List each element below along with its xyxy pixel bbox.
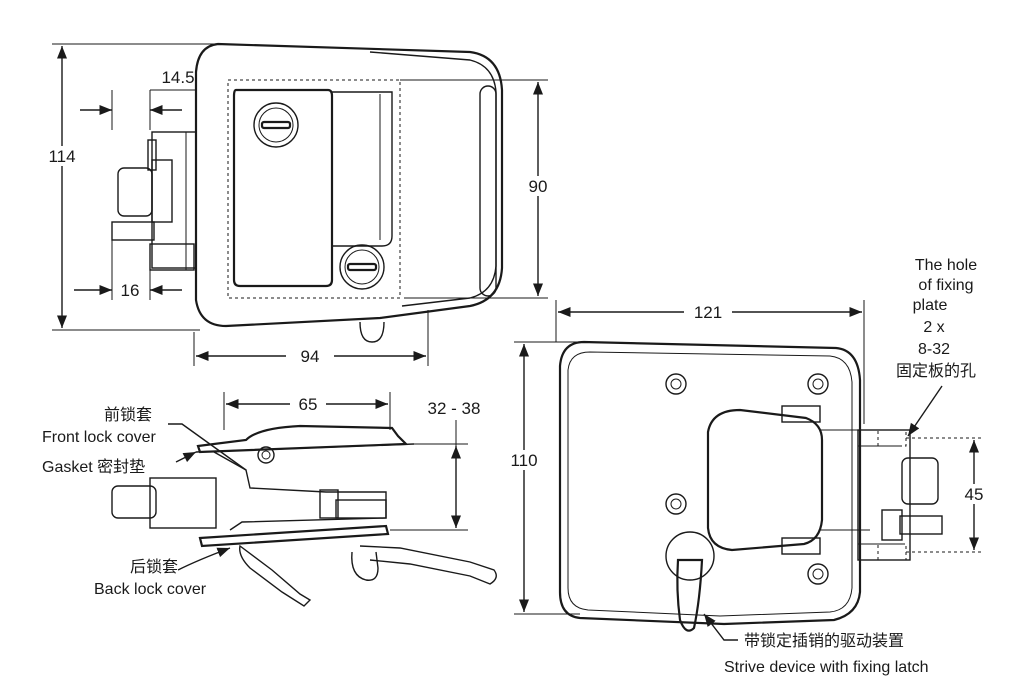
dim-front-width: 94 [301, 347, 320, 366]
dim-front-offset-bottom: 16 [121, 281, 140, 300]
dim-back-width: 121 [694, 303, 722, 322]
back-screw-holes [665, 373, 829, 585]
dim-side-width: 65 [299, 395, 318, 414]
front-handle-recess [332, 91, 393, 247]
dim-front-height: 114 [48, 147, 75, 166]
label-fixing-hole-3: plate [913, 297, 948, 314]
dim-front-offset-top: 14.5 [161, 68, 194, 87]
dim-front-inner-height: 90 [529, 177, 548, 196]
label-fixing-hole-4: 2 x [923, 319, 944, 336]
back-plate [558, 340, 862, 626]
back-view: 121 110 45 The hole of fixing plate 2 x … [504, 257, 992, 676]
side-back-lever [239, 544, 312, 607]
label-gasket: Gasket 密封垫 [42, 458, 145, 476]
label-fixing-hole-5: 8-32 [918, 341, 950, 358]
label-fixing-hole-cn: 固定板的孔 [896, 362, 976, 380]
label-strive-en: Strive device with fixing latch [724, 659, 929, 676]
front-right-flange [369, 51, 497, 307]
back-center-housing [706, 408, 824, 552]
front-dotted-frame [227, 79, 401, 299]
front-handle-panel [232, 88, 334, 288]
front-view: 114 14.5 16 90 94 [40, 42, 556, 366]
back-latch-mechanism [857, 429, 943, 561]
side-back-plate [198, 524, 390, 548]
front-lock-body [194, 42, 504, 328]
side-front-plate [196, 424, 409, 454]
label-fixing-hole-2: of fixing [918, 277, 973, 294]
label-back-cover-en: Back lock cover [94, 581, 207, 598]
front-latch-slot [479, 85, 497, 297]
label-front-cover-cn: 前锁套 [104, 406, 152, 424]
label-front-cover-en: Front lock cover [42, 429, 156, 446]
side-cylinder [111, 485, 157, 519]
dim-back-hole-spacing: 45 [965, 485, 984, 504]
back-drive-knob [665, 531, 715, 632]
side-latch [319, 489, 339, 519]
front-side-mechanism [111, 131, 197, 271]
side-view: 65 32 - 38 前锁套 Front lock cover Gasket 密… [42, 392, 497, 607]
front-keyhole-bottom [339, 244, 385, 290]
label-back-cover-cn: 后锁套 [130, 558, 178, 576]
label-strive-cn: 带锁定插销的驱动装置 [744, 632, 904, 650]
dim-side-door-range: 32 - 38 [428, 399, 481, 418]
side-body [213, 451, 387, 531]
label-fixing-hole-1: The hole [915, 257, 977, 274]
front-keyhole-top [253, 102, 299, 148]
dim-back-height: 110 [510, 451, 537, 470]
